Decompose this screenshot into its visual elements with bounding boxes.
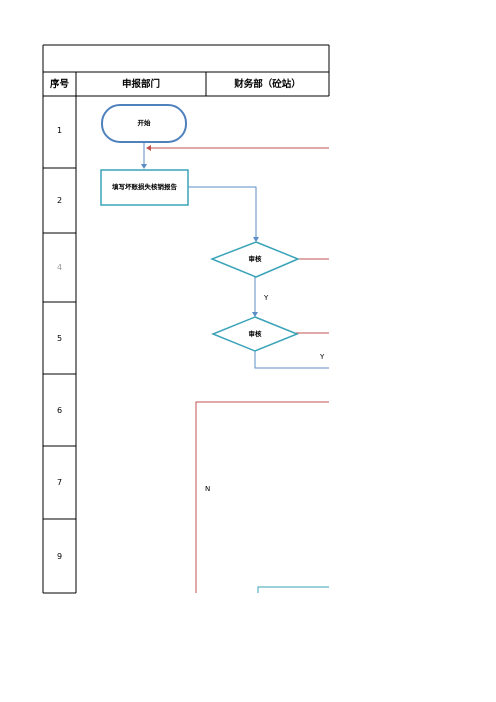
yes-label: Y xyxy=(264,294,269,302)
connector-no-red xyxy=(195,401,329,593)
connector-report-to-review1 xyxy=(188,186,257,239)
no-label: N xyxy=(205,485,211,493)
report-node xyxy=(100,169,189,206)
connector-review2-yes xyxy=(254,351,329,369)
row-number: 7 xyxy=(56,478,63,487)
connector-bottom-cyan xyxy=(257,586,329,593)
arrowhead xyxy=(146,145,151,151)
row-number: 9 xyxy=(56,552,63,561)
arrowhead xyxy=(252,312,258,317)
row-number: 2 xyxy=(56,196,63,205)
col-header-finance: 财务部（砼站） xyxy=(234,79,301,90)
arrowhead xyxy=(141,164,147,169)
review2-node xyxy=(211,316,299,352)
table-grid xyxy=(42,44,330,594)
col-header-dept: 申报部门 xyxy=(121,79,160,90)
review1-node xyxy=(209,241,300,278)
start-label: 开始 xyxy=(137,119,151,127)
review2-label: 审核 xyxy=(248,330,262,338)
connectors xyxy=(141,142,329,593)
review1-label: 审核 xyxy=(248,255,262,263)
start-node xyxy=(101,104,187,143)
row-number: 5 xyxy=(56,334,63,343)
row-number: 4 xyxy=(56,263,63,272)
row-number: 6 xyxy=(56,406,63,415)
arrowhead xyxy=(253,237,259,242)
yes-label: Y xyxy=(320,353,325,361)
report-label: 填写坏账损失核销报告 xyxy=(112,183,177,191)
row-number: 1 xyxy=(56,126,63,135)
col-header-seq: 序号 xyxy=(49,79,69,90)
